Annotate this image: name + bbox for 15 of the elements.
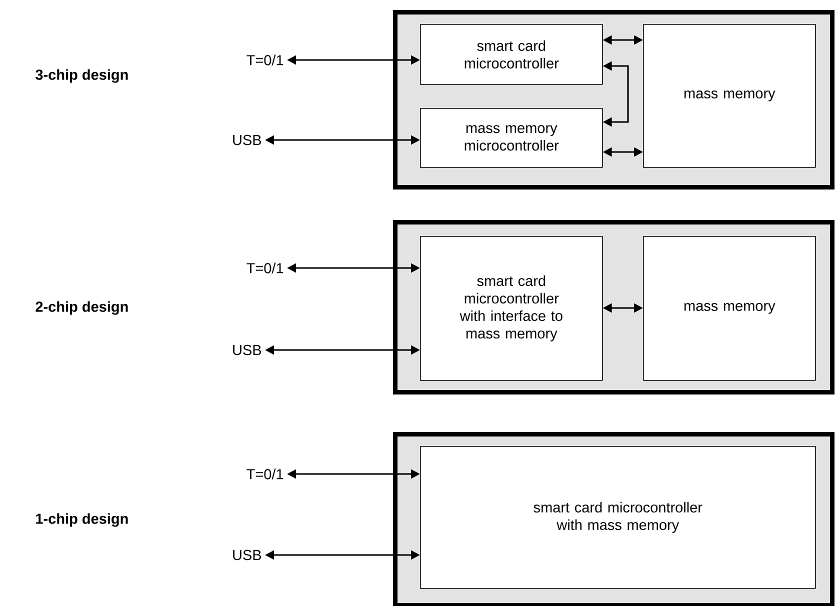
block-box: smart card microcontroller [420, 24, 603, 85]
signal-label: USB [233, 344, 262, 356]
block-box: mass memory microcontroller [420, 108, 603, 168]
block-box: smart card microcontroller with interface to mass memory [420, 236, 603, 381]
design-label: 2-chip design [36, 301, 128, 315]
signal-label: T=0/1 [246, 468, 284, 480]
design-label: 1-chip design [36, 513, 128, 527]
signal-label: USB [233, 134, 262, 146]
signal-label: T=0/1 [246, 54, 284, 66]
signal-label: USB [233, 550, 262, 560]
block-box: smart card microcontroller with mass memory [420, 446, 816, 589]
block-box: mass memory [643, 236, 816, 381]
signal-label: T=0/1 [246, 262, 284, 274]
block-box: mass memory [643, 24, 816, 168]
design-label: 3-chip design [36, 69, 128, 83]
